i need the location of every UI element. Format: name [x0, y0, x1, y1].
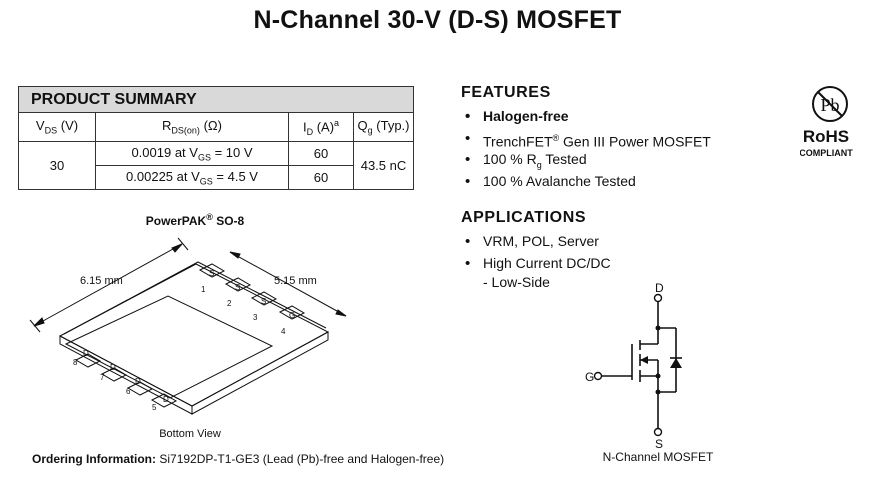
schematic-caption: N-Channel MOSFET: [602, 450, 714, 464]
package-title: PowerPAK® SO-8: [145, 212, 245, 228]
list-item: Halogen-free: [461, 106, 711, 128]
pin-4-letter: G: [289, 311, 295, 320]
list-item: 100 % Avalanche Tested: [461, 171, 711, 193]
pin-8-number: 8: [73, 358, 78, 367]
vds-value: 30: [18, 141, 96, 190]
pin-2-letter: S: [235, 283, 240, 292]
dim-right-label: 5.15 mm: [274, 275, 317, 287]
pin-7-number: 7: [100, 373, 105, 382]
pin-7-letter: D: [110, 363, 116, 372]
dim-left-label: 6.15 mm: [80, 275, 123, 287]
col-rds-header: RDS(on) (Ω): [95, 112, 289, 142]
applications-title: APPLICATIONS: [461, 209, 587, 226]
ordering-label: Ordering Information:: [32, 452, 156, 466]
rds-row-1: 0.0019 at VGS = 10 V: [95, 141, 289, 166]
list-item: 100 % Rg Tested: [461, 149, 711, 171]
pb-free-icon: Pb: [812, 86, 848, 122]
features-title: FEATURES: [461, 84, 551, 101]
rds-row-2: 0.00225 at VGS = 4.5 V: [95, 165, 289, 190]
list-item: VRM, POL, Server: [461, 231, 611, 253]
product-summary-heading: PRODUCT SUMMARY: [18, 86, 414, 113]
pb-symbol: Pb: [820, 95, 839, 115]
pin-2-number: 2: [227, 299, 232, 308]
ordering-info: Ordering Information: Si7192DP-T1-GE3 (L…: [32, 452, 444, 466]
pin-8-letter: D: [83, 349, 89, 358]
top-pins: [198, 263, 306, 320]
drain-label: D: [655, 281, 664, 295]
product-summary-table: PRODUCT SUMMARY VDS (V) RDS(on) (Ω) ID (…: [18, 86, 414, 190]
applications-list: VRM, POL, Server High Current DC/DC - Lo…: [461, 231, 611, 294]
source-label: S: [655, 437, 663, 451]
pin-5-number: 5: [152, 403, 157, 412]
rohs-text: RoHS: [803, 127, 849, 146]
rohs-logo: Pb RoHS COMPLIANT: [800, 86, 853, 158]
features-list: Halogen-free TrenchFET® Gen III Power MO…: [461, 106, 711, 192]
page-title: N-Channel 30-V (D-S) MOSFET: [253, 6, 622, 34]
table-row: 30 0.0019 at VGS = 10 V 60 43.5 nC: [18, 141, 414, 190]
pin-4-number: 4: [281, 327, 286, 336]
col-vds-header: VDS (V): [18, 112, 96, 142]
col-id-header: ID (A)a: [288, 112, 354, 142]
rohs-compliant-text: COMPLIANT: [800, 148, 853, 158]
mosfet-schematic: D G S: [585, 281, 682, 451]
table-header-row: VDS (V) RDS(on) (Ω) ID (A)a Qg (Typ.): [18, 112, 414, 142]
pin-3-number: 3: [253, 313, 258, 322]
pin-1-letter: S: [209, 269, 214, 278]
id-row-1: 60: [288, 141, 354, 166]
id-row-2: 60: [288, 165, 354, 190]
pin-6-letter: D: [135, 377, 141, 386]
list-item: - Low-Side: [483, 274, 550, 290]
list-item: High Current DC/DC: [461, 253, 611, 275]
bottom-pins: [74, 353, 178, 408]
col-qg-header: Qg (Typ.): [353, 112, 414, 142]
pin-3-letter: S: [261, 297, 266, 306]
pin-5-letter: D: [163, 395, 169, 404]
bottom-view-label: Bottom View: [159, 428, 221, 440]
list-item: TrenchFET® Gen III Power MOSFET: [461, 128, 711, 150]
pin-1-number: 1: [201, 285, 206, 294]
qg-value: 43.5 nC: [353, 141, 414, 190]
gate-label: G: [585, 370, 594, 384]
table-row: 0.00225 at VGS = 4.5 V 60: [19, 165, 414, 190]
pin-6-number: 6: [126, 387, 131, 396]
package-drawing: 6.15 mm 5.15 mm S 1 S 2 S 3 G 4 D 8 D 7 …: [29, 237, 347, 415]
ordering-value: Si7192DP-T1-GE3 (Lead (Pb)-free and Halo…: [159, 452, 445, 466]
